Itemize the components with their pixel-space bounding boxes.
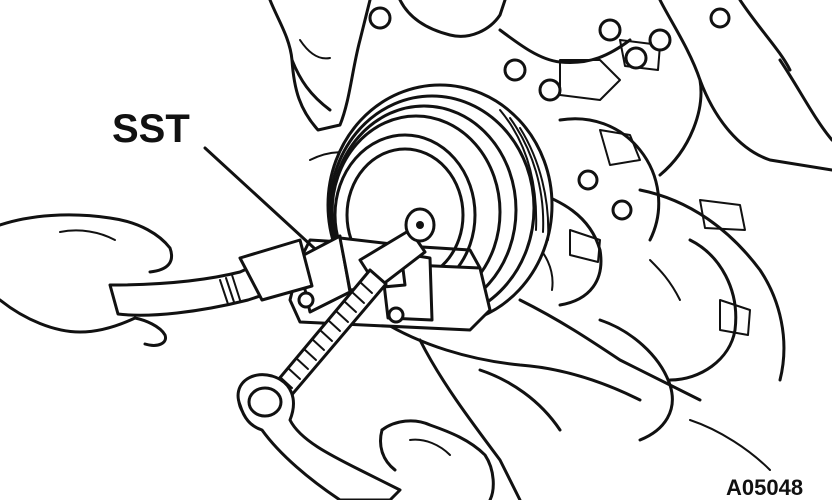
sst-callout: SST: [112, 107, 316, 250]
thread-marks: [279, 281, 373, 389]
adjustable-wrench: [108, 238, 314, 317]
left-hand: [0, 213, 174, 347]
right-hand: [379, 419, 495, 500]
callout-label-sst: SST: [112, 107, 190, 151]
bolt-head-icons: [368, 6, 731, 221]
figure-id: A05048: [726, 475, 803, 500]
engine-block: [268, 0, 832, 500]
box-end-wrench: [236, 373, 402, 500]
